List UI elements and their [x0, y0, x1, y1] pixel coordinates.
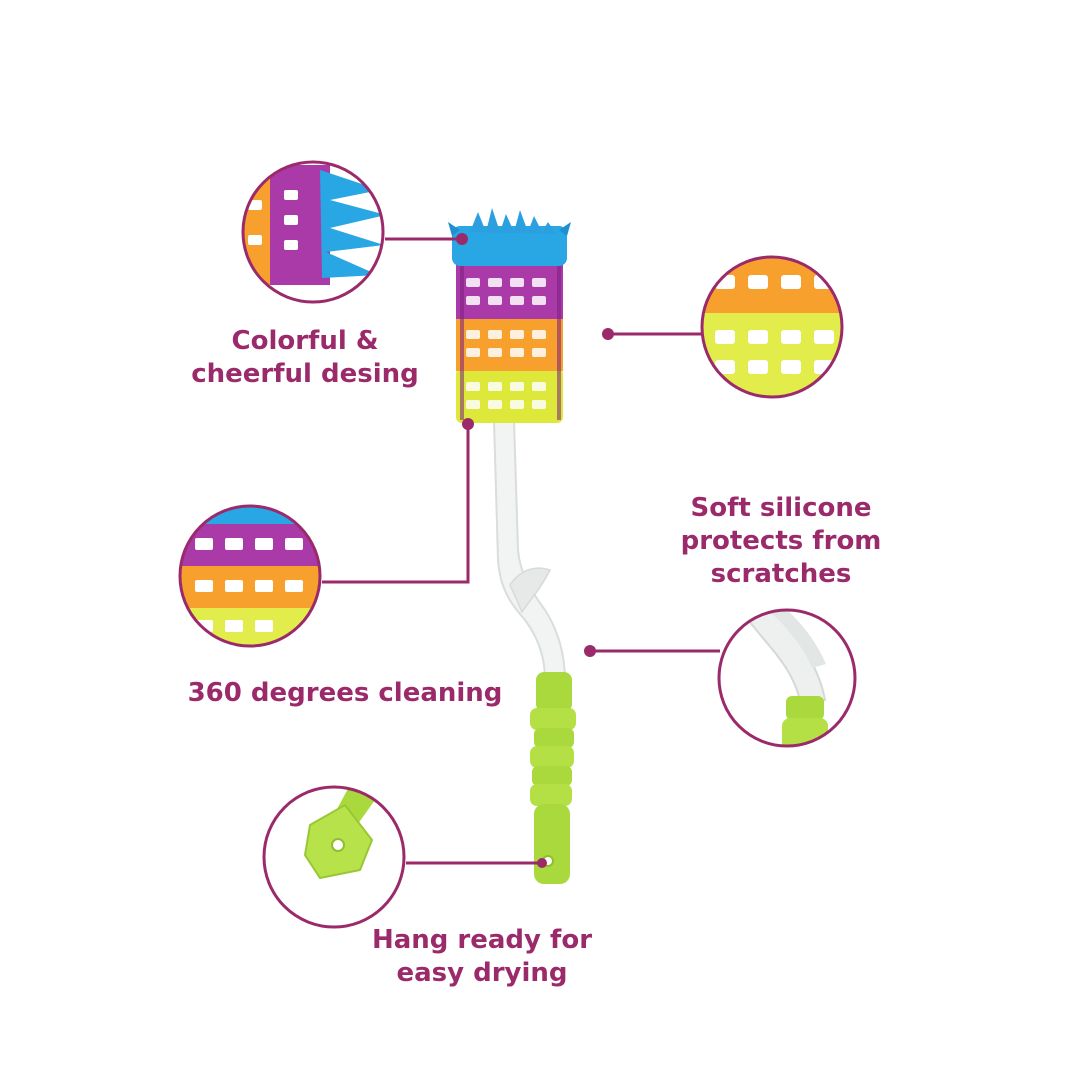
zoom-circle-silicone [717, 608, 857, 748]
feature-label-line: Colorful & [231, 326, 379, 356]
feature-label-line: cheerful desing [191, 359, 419, 389]
feature-label-line: Soft silicone [690, 493, 872, 523]
brush-main [448, 208, 576, 884]
feature-label-cleaning: 360 degrees cleaning [180, 677, 510, 710]
feature-label-design: Colorful & cheerful desing [190, 325, 420, 391]
feature-label-hanging: Hang ready for easy drying [362, 924, 602, 990]
feature-label-line: easy drying [396, 958, 568, 988]
connector-lines [322, 237, 720, 865]
feature-label-line: protects from [680, 526, 882, 556]
zoom-circle-bristles [241, 160, 385, 304]
feature-label-line: 360 degrees cleaning [187, 678, 503, 708]
zoom-circle-360 [178, 504, 322, 648]
brush-grip [530, 672, 576, 884]
feature-label-line: scratches [710, 559, 852, 589]
brush-stem [492, 419, 567, 681]
brush-head [448, 208, 571, 423]
zoom-circle-hang [262, 785, 406, 929]
zoom-circle-rings [700, 255, 844, 399]
connector-dots [456, 233, 614, 868]
feature-label-silicone: Soft silicone protects from scratches [672, 492, 890, 591]
feature-label-line: Hang ready for [371, 925, 593, 955]
